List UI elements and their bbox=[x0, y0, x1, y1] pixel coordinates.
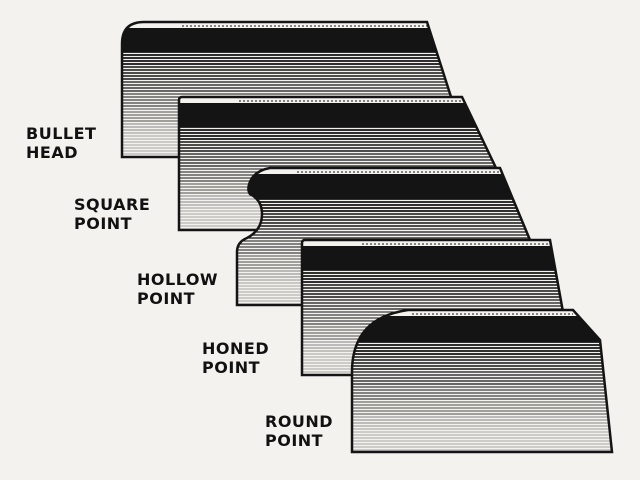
profile-outline bbox=[177, 95, 499, 232]
profile-shading bbox=[352, 313, 612, 451]
profile-outline bbox=[350, 308, 614, 454]
profile-outline bbox=[120, 20, 454, 159]
profile-round-point bbox=[350, 308, 614, 454]
profile-outline bbox=[235, 166, 532, 307]
profile-outline bbox=[300, 238, 565, 377]
